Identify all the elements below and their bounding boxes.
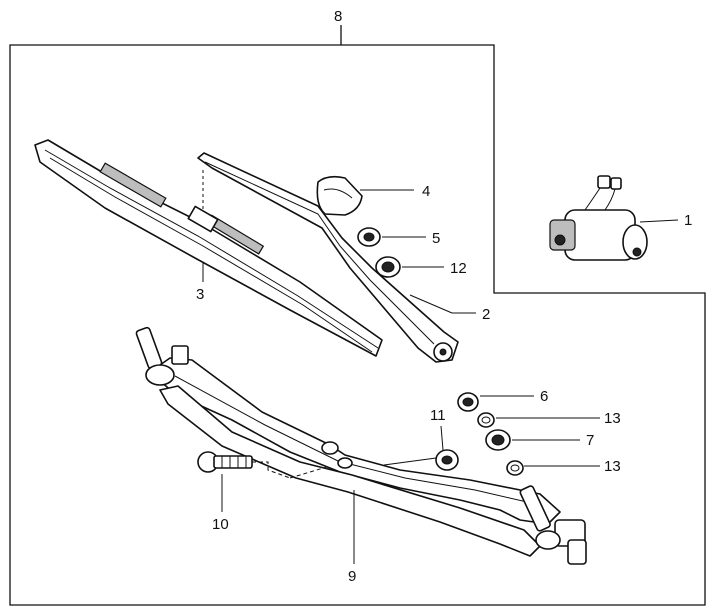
callout-5: 5 <box>432 230 440 247</box>
callout-4: 4 <box>422 183 430 200</box>
callout-9: 9 <box>348 568 356 585</box>
nut-6 <box>457 392 479 412</box>
callout-2: 2 <box>482 306 490 323</box>
wiper-linkage <box>135 326 587 565</box>
nut-5 <box>357 227 381 247</box>
callout-3: 3 <box>196 286 204 303</box>
callout-13-lower: 13 <box>604 458 621 475</box>
washer-12 <box>375 256 401 278</box>
callout-10: 10 <box>212 516 229 533</box>
leader-lines <box>202 189 679 564</box>
washer-13-lower <box>506 460 524 476</box>
grommet-11 <box>435 449 459 471</box>
assembly-bracket <box>9 25 706 606</box>
arm-cap <box>316 175 363 216</box>
callout-11: 11 <box>430 407 446 424</box>
washer-13-upper <box>477 412 495 428</box>
callout-6: 6 <box>540 388 548 405</box>
bushing-7 <box>485 429 511 451</box>
callout-12: 12 <box>450 260 467 277</box>
bolt-10 <box>197 451 331 479</box>
wiper-motor <box>549 175 648 261</box>
callout-1: 1 <box>684 212 692 229</box>
callout-8: 8 <box>334 8 342 25</box>
wiper-blade <box>34 139 383 357</box>
callout-13-upper: 13 <box>604 410 621 427</box>
callout-7: 7 <box>586 432 594 449</box>
callout-labels: 8 1 4 5 12 2 3 6 13 7 13 11 10 9 <box>196 8 692 585</box>
